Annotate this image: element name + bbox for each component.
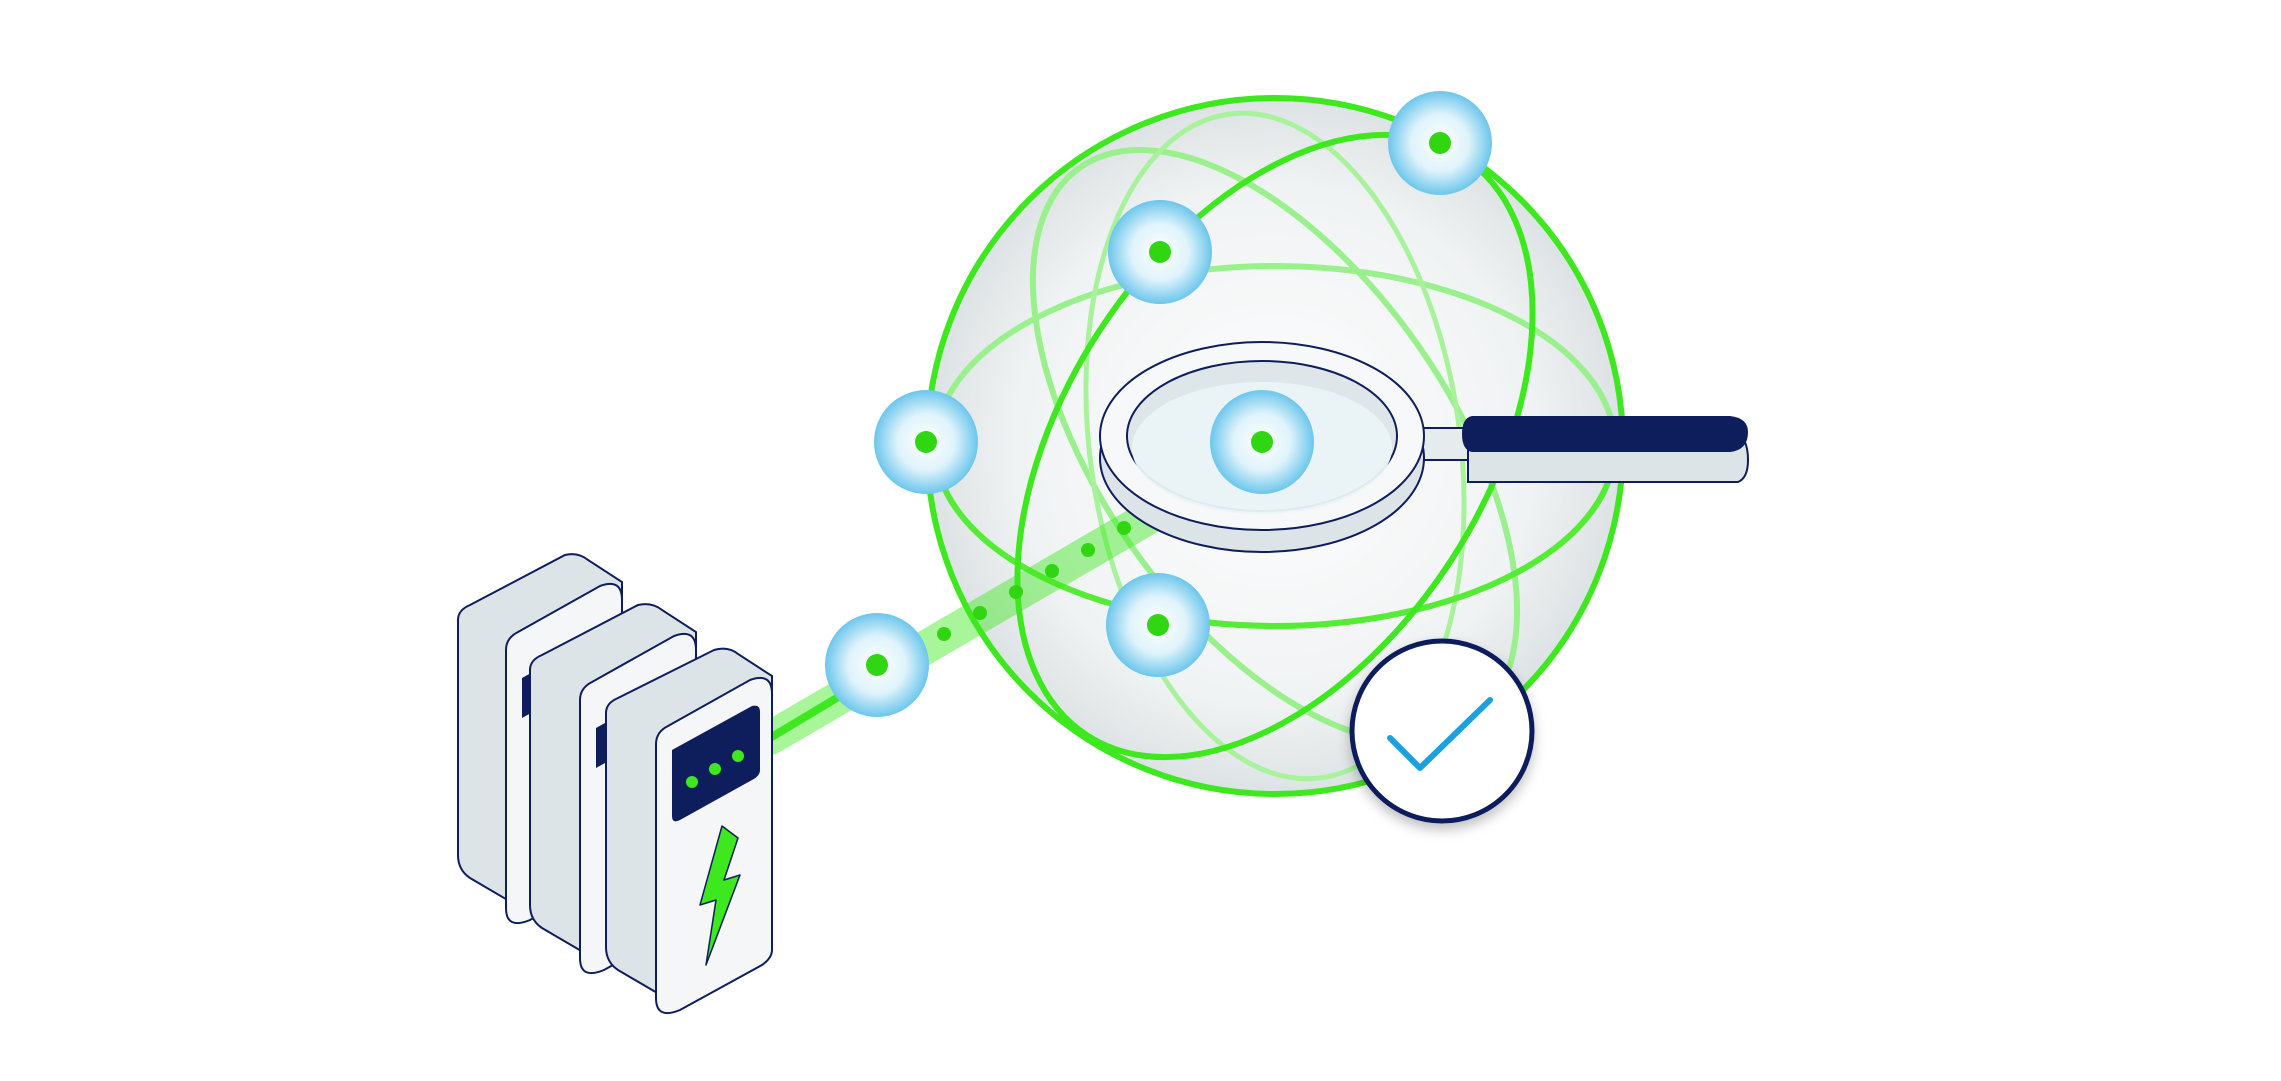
network-node xyxy=(1210,390,1314,494)
network-node xyxy=(1106,573,1210,677)
lightning-bolt-icon xyxy=(699,825,741,966)
network-node xyxy=(1108,200,1212,304)
network-node xyxy=(825,613,929,717)
checkmark-icon xyxy=(1387,697,1493,771)
network-node xyxy=(874,390,978,494)
network-nodes xyxy=(825,91,1492,717)
ev-chargers xyxy=(457,553,773,1014)
network-node xyxy=(1388,91,1492,195)
checkmark-badge xyxy=(1349,638,1535,824)
ev-charger-icon xyxy=(605,647,773,1014)
